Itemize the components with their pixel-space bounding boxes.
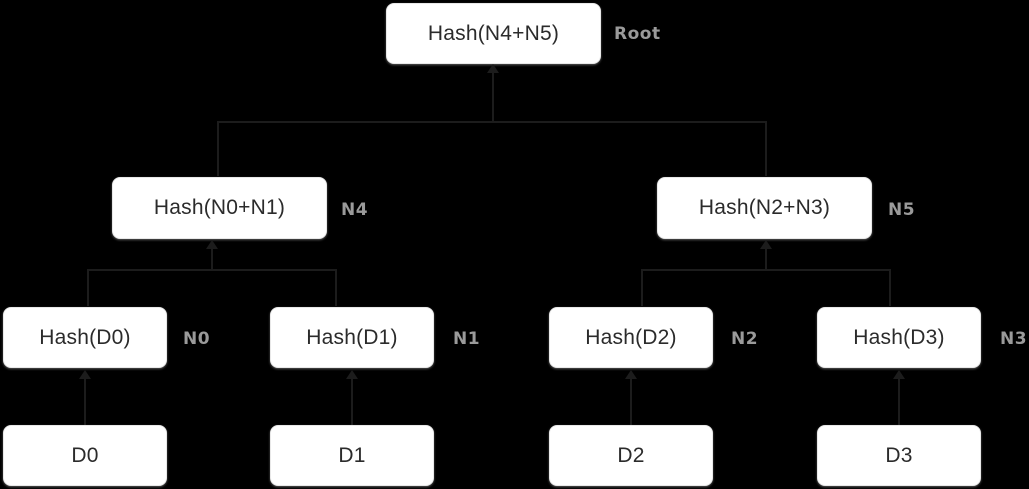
edge-d1-to-n1 [351, 378, 353, 425]
edge-root-crossbar [217, 121, 767, 123]
edge-n5-to-n2 [641, 269, 643, 306]
arrow-head-d3-to-n3 [893, 370, 905, 379]
edge-root-to-n5 [765, 121, 767, 176]
arrow-head-d2-to-n2 [625, 370, 637, 379]
node-n5[interactable]: Hash(N2+N3) [657, 177, 872, 239]
node-n3[interactable]: Hash(D3) [817, 307, 981, 368]
node-d2[interactable]: D2 [549, 425, 713, 486]
edge-root-stem [492, 72, 494, 123]
node-label-n4: N4 [341, 200, 369, 220]
edge-n5-to-n3 [889, 269, 891, 306]
arrow-head-d0-to-n0 [79, 370, 91, 379]
edge-n5-stem [765, 248, 767, 271]
node-root[interactable]: Hash(N4+N5) [386, 3, 601, 64]
edge-n4-crossbar [87, 269, 337, 271]
arrow-head-to-n5 [760, 240, 772, 249]
edge-d3-to-n3 [898, 378, 900, 425]
edge-d0-to-n0 [84, 378, 86, 425]
arrow-head-d1-to-n1 [346, 370, 358, 379]
node-label-root: Root [614, 24, 661, 44]
node-label-n2: N2 [731, 329, 759, 349]
node-d1[interactable]: D1 [270, 425, 434, 486]
node-n2[interactable]: Hash(D2) [549, 307, 713, 368]
node-label-n3: N3 [1000, 329, 1028, 349]
node-n1[interactable]: Hash(D1) [270, 307, 434, 368]
node-label-n1: N1 [453, 329, 481, 349]
edge-n4-to-n1 [335, 269, 337, 306]
node-d0[interactable]: D0 [3, 425, 167, 486]
node-n4[interactable]: Hash(N0+N1) [112, 177, 327, 239]
arrow-head-to-root [487, 64, 499, 73]
edge-d2-to-n2 [630, 378, 632, 425]
edge-n5-crossbar [641, 269, 891, 271]
edge-n4-to-n0 [87, 269, 89, 306]
edge-n4-stem [211, 248, 213, 271]
arrow-head-to-n4 [206, 240, 218, 249]
edge-root-to-n4 [217, 121, 219, 176]
node-label-n0: N0 [183, 329, 211, 349]
node-d3[interactable]: D3 [817, 425, 981, 486]
node-label-n5: N5 [888, 200, 916, 220]
node-n0[interactable]: Hash(D0) [3, 307, 167, 368]
